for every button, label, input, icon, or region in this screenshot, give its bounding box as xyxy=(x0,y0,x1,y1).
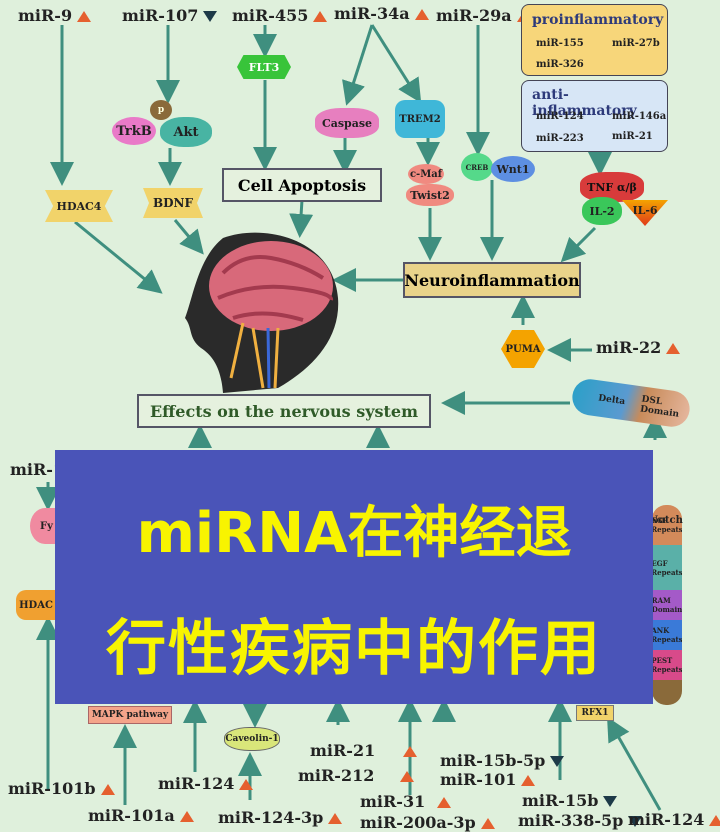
anti-inflammatory-legend: anti-inflammatory miR-124 miR-146a miR-2… xyxy=(521,80,668,152)
mirna-label-mir15b-5p: miR-15b-5p xyxy=(440,753,565,769)
up-arrow-icon xyxy=(400,771,415,782)
egf-repeats-1: EGF Repeats xyxy=(652,505,682,545)
brain-head-image xyxy=(185,232,339,393)
caveolin-node: Caveolin-1 xyxy=(224,727,280,751)
delta-label: Delta xyxy=(597,393,626,408)
pest-repeats: PEST Repeats xyxy=(652,650,682,680)
twist2-node: Twist2 xyxy=(406,184,454,206)
up-arrow-icon xyxy=(521,775,536,786)
neuroinflammation-box: Neuroinflammation xyxy=(403,262,581,298)
legend-item: miR-27b xyxy=(612,38,660,49)
proinflammatory-title: proinflammatory xyxy=(532,12,664,28)
notch-label: Notch xyxy=(649,514,683,526)
mirna-label-mir101a: miR-101a xyxy=(88,808,194,824)
mirna-label-mir21: miR-21 xyxy=(310,743,418,759)
up-arrow-icon xyxy=(666,343,681,354)
mirna-label-mir338-5p: miR-338-5p xyxy=(518,813,643,829)
down-arrow-icon xyxy=(550,756,565,767)
legend-item: miR-124 xyxy=(536,111,584,122)
mirna-label-left: miR-1 xyxy=(10,460,65,479)
mirna-label-mir34a: miR-34a xyxy=(334,6,429,22)
dsl-domain-label: DSL Domain xyxy=(639,394,680,420)
tnf-node: TNF α/β xyxy=(580,172,644,202)
anti-inflammatory-title: anti-inflammatory xyxy=(532,87,637,119)
mirna-label-mir124-3p: miR-124-3p xyxy=(218,810,343,826)
notch-receptor: EGF Repeats EGF Repeats RAM Domain ANK R… xyxy=(652,505,682,705)
legend-item: miR-155 xyxy=(536,38,584,49)
up-arrow-icon xyxy=(414,9,429,20)
mirna-label-mir455: miR-455 xyxy=(232,8,328,24)
mirna-label-mir212: miR-212 xyxy=(298,768,415,784)
banner-title-line1: miRNA在神经退 xyxy=(136,501,572,566)
title-banner: miRNA在神经退 行性疾病中的作用 xyxy=(55,450,653,704)
mirna-label-mir124-right: miR-124 xyxy=(628,812,720,828)
caspase-node: Caspase xyxy=(315,108,379,138)
up-arrow-icon xyxy=(77,11,92,22)
mirna-label-mir22: miR-22 xyxy=(596,340,681,356)
effects-box: Effects on the nervous system xyxy=(137,394,431,428)
bdnf-node: BDNF xyxy=(143,188,203,218)
mirna-label-mir200a-3p: miR-200a-3p xyxy=(360,815,495,831)
akt-node: Akt xyxy=(160,117,212,147)
up-arrow-icon xyxy=(179,811,194,822)
phosphate-node: p xyxy=(150,100,172,120)
up-arrow-icon xyxy=(328,813,343,824)
down-arrow-icon xyxy=(203,11,218,22)
up-arrow-icon xyxy=(480,818,495,829)
mirna-label-mir124: miR-124 xyxy=(158,776,254,792)
banner-title-line2: 行性疾病中的作用 xyxy=(106,614,602,684)
mirna-label-mir101: miR-101 xyxy=(440,772,536,788)
mirna-label-mir101b: miR-101b xyxy=(8,781,115,797)
hdac-left-node: HDAC xyxy=(16,590,56,620)
mirna-label-mir31: miR-31 xyxy=(360,794,452,810)
creb-node: CREB xyxy=(461,153,493,181)
up-arrow-icon xyxy=(313,11,328,22)
up-arrow-icon xyxy=(403,746,418,757)
cmaf-node: c-Maf xyxy=(408,164,444,184)
up-arrow-icon xyxy=(709,815,720,826)
legend-item: miR-223 xyxy=(536,133,584,144)
egf-repeats-2: EGF Repeats xyxy=(652,545,682,590)
down-arrow-icon xyxy=(603,796,618,807)
mapk-pathway-node: MAPK pathway xyxy=(88,706,172,724)
legend-item: miR-326 xyxy=(536,59,584,70)
mirna-label-mir9: miR-9 xyxy=(18,8,92,24)
ram-domain: RAM Domain xyxy=(652,590,682,620)
hdac4-node: HDAC4 xyxy=(45,190,113,222)
mirna-label-mir107: miR-107 xyxy=(122,8,218,24)
legend-item: miR-21 xyxy=(612,131,653,142)
up-arrow-icon xyxy=(100,784,115,795)
wnt1-node: Wnt1 xyxy=(491,156,535,182)
ank-repeats: ANK Repeats xyxy=(652,620,682,650)
legend-item: miR-146a xyxy=(612,111,667,122)
proinflammatory-legend: proinflammatory miR-155 miR-27b miR-326 xyxy=(521,4,668,76)
trem2-node: TREM2 xyxy=(395,100,445,138)
mirna-label-mir15b: miR-15b xyxy=(522,793,618,809)
up-arrow-icon xyxy=(239,779,254,790)
trkb-node: TrkB xyxy=(112,117,156,145)
flt3-node: FLT3 xyxy=(237,55,291,79)
cell-apoptosis-box: Cell Apoptosis xyxy=(222,168,382,202)
down-arrow-icon xyxy=(628,816,643,827)
up-arrow-icon xyxy=(437,797,452,808)
rfx1-node: RFX1 xyxy=(576,705,614,721)
mirna-label-mir29a: miR-29a xyxy=(436,8,531,24)
il2-node: IL-2 xyxy=(582,197,622,225)
